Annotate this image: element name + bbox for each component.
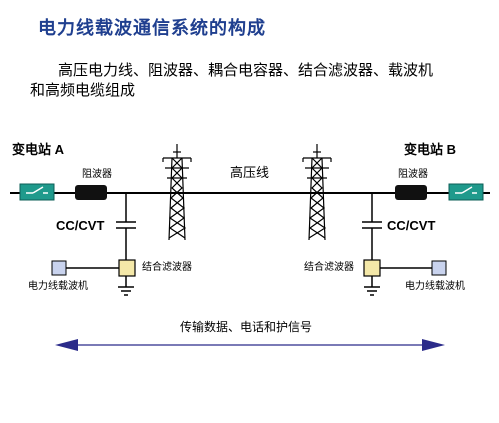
wave-trap-left — [75, 185, 107, 200]
wave-trap-left-label: 阻波器 — [82, 167, 112, 180]
carrier-right-label: 电力线载波机 — [405, 279, 465, 292]
coupling-filter-right — [363, 259, 381, 277]
switch-right — [448, 183, 484, 201]
hv-line-label: 高压线 — [230, 165, 269, 181]
page-title: 电力线载波通信系统的构成 — [38, 18, 266, 39]
wave-trap-right-label: 阻波器 — [398, 167, 428, 180]
station-b-label: 变电站 B — [404, 142, 456, 157]
coupling-filter-right-label: 结合滤波器 — [304, 260, 354, 273]
coupling-filter-left-label: 结合滤波器 — [142, 260, 192, 273]
coupling-branch-left — [66, 193, 136, 296]
arrow-head-left — [55, 339, 78, 351]
carrier-machine-left — [51, 260, 67, 276]
carrier-left-label: 电力线载波机 — [28, 279, 88, 292]
transmission-label: 传输数据、电话和护信号 — [180, 319, 312, 334]
cc-cvt-left-label: CC/CVT — [56, 218, 104, 233]
cc-cvt-right-label: CC/CVT — [387, 218, 435, 233]
wave-trap-right — [395, 185, 427, 200]
transmission-tower-left — [162, 144, 192, 241]
transmission-tower-right — [302, 144, 332, 241]
coupling-branch-right — [362, 193, 432, 296]
description-line-1: 高压电力线、阻波器、耦合电容器、结合滤波器、载波机 — [58, 61, 434, 79]
switch-left — [19, 183, 55, 201]
carrier-machine-right — [431, 260, 447, 276]
coupling-filter-left — [118, 259, 136, 277]
arrow-head-right — [422, 339, 445, 351]
description: 高压电力线、阻波器、耦合电容器、结合滤波器、载波机 和高频电缆组成 — [30, 60, 490, 100]
description-line-2: 和高频电缆组成 — [30, 81, 136, 99]
station-a-label: 变电站 A — [12, 142, 65, 157]
